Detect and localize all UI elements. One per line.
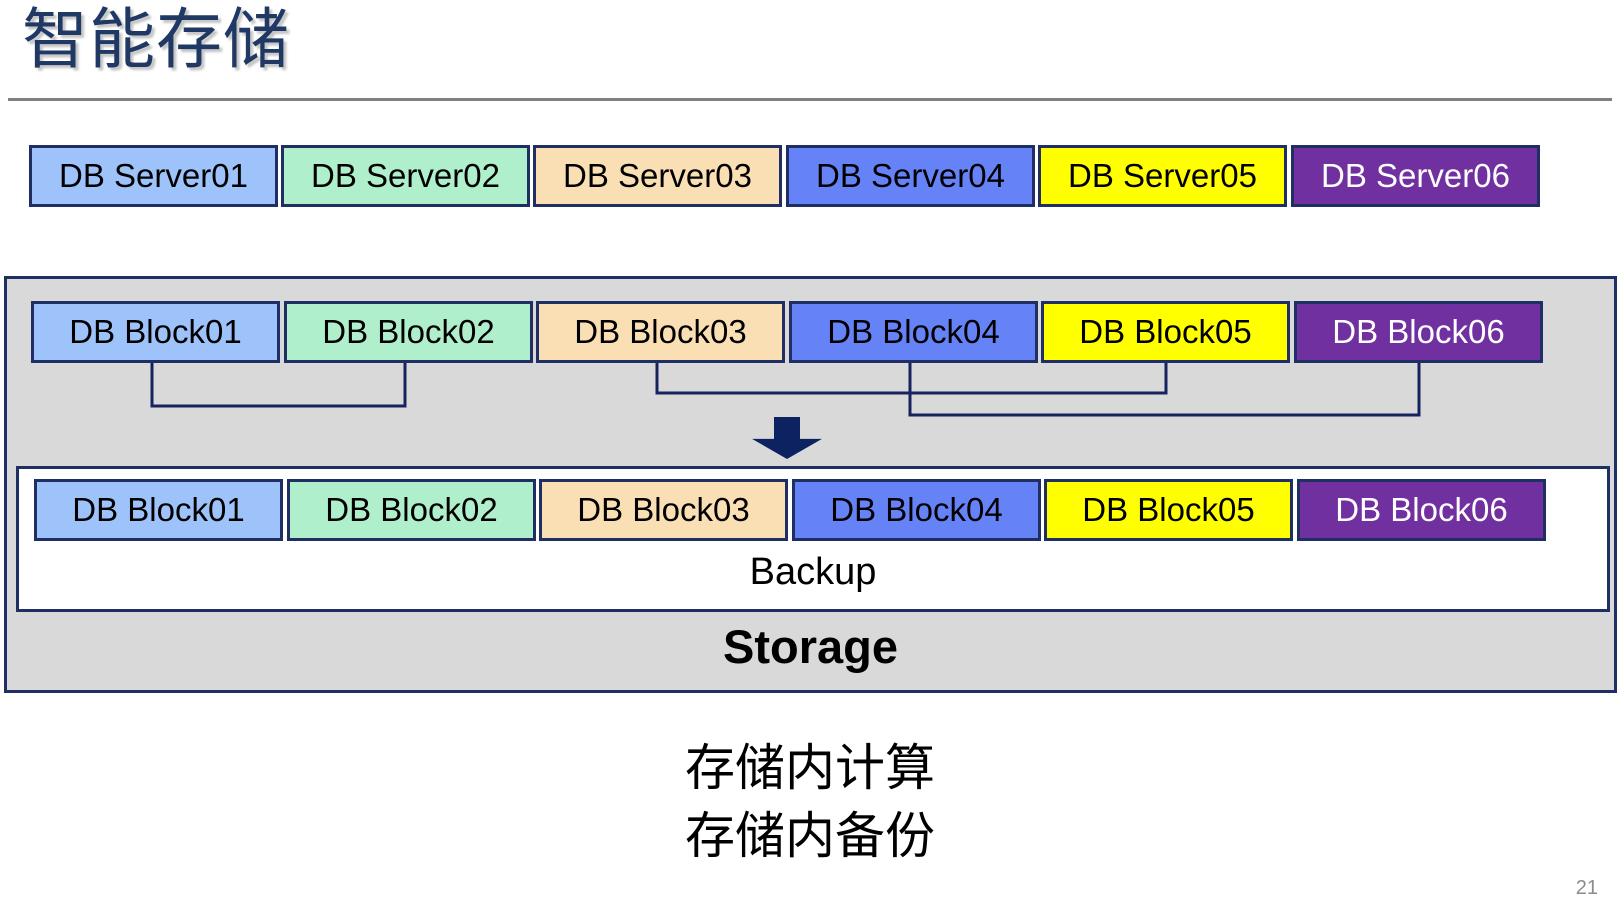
db-server-block-label: DB Server03: [563, 157, 752, 194]
db-server-block-label: DB Server05: [1068, 157, 1257, 194]
backup-db-block-3[interactable]: DB Block03: [539, 479, 788, 541]
storage-container: DB Block01 DB Block02 DB Block03 DB Block04…: [4, 276, 1617, 693]
backup-db-block-label: DB Block04: [830, 491, 1003, 528]
primary-db-block-6[interactable]: DB Block06: [1294, 301, 1543, 363]
primary-db-block-label: DB Block02: [322, 313, 495, 350]
db-server-block-5[interactable]: DB Server05: [1038, 145, 1287, 207]
backup-db-block-6[interactable]: DB Block06: [1297, 479, 1546, 541]
storage-label: Storage: [723, 620, 898, 673]
page-number: 21: [1575, 877, 1598, 899]
primary-db-block-label: DB Block05: [1079, 313, 1252, 350]
backup-db-block-label: DB Block03: [577, 491, 750, 528]
backup-db-block-1[interactable]: DB Block01: [34, 479, 283, 541]
primary-db-block-2[interactable]: DB Block02: [284, 301, 533, 363]
caption-line-1: 存储内计算: [685, 740, 935, 796]
page-title: 智能存储: [22, 2, 290, 76]
backup-db-block-label: DB Block06: [1335, 491, 1508, 528]
db-server-block-4[interactable]: DB Server04: [786, 145, 1035, 207]
backup-db-block-5[interactable]: DB Block05: [1044, 479, 1293, 541]
db-server-block-2[interactable]: DB Server02: [281, 145, 530, 207]
backup-db-block-label: DB Block05: [1082, 491, 1255, 528]
replication-arrow: [752, 417, 822, 459]
primary-db-block-4[interactable]: DB Block04: [789, 301, 1038, 363]
primary-db-block-1[interactable]: DB Block01: [31, 301, 280, 363]
slide-caption: 存储内计算存储内备份: [0, 735, 1620, 870]
db-server-block-3[interactable]: DB Server03: [533, 145, 782, 207]
primary-db-block-5[interactable]: DB Block05: [1041, 301, 1290, 363]
primary-db-block-3[interactable]: DB Block03: [536, 301, 785, 363]
db-server-block-label: DB Server02: [311, 157, 500, 194]
db-server-block-1[interactable]: DB Server01: [29, 145, 278, 207]
db-server-block-6[interactable]: DB Server06: [1291, 145, 1540, 207]
link-block03-block05: [655, 363, 1168, 395]
backup-label: Backup: [749, 551, 877, 593]
link-block01-block02: [150, 363, 407, 408]
backup-db-block-4[interactable]: DB Block04: [792, 479, 1041, 541]
db-server-block-label: DB Server06: [1321, 157, 1510, 194]
backup-db-block-label: DB Block02: [325, 491, 498, 528]
title-divider: [8, 98, 1612, 101]
backup-db-block-2[interactable]: DB Block02: [287, 479, 536, 541]
link-block04-block06: [908, 363, 1421, 417]
db-server-block-label: DB Server01: [59, 157, 248, 194]
backup-db-block-label: DB Block01: [72, 491, 245, 528]
primary-db-block-label: DB Block04: [827, 313, 1000, 350]
db-server-block-label: DB Server04: [816, 157, 1005, 194]
backup-container: DB Block01 DB Block02 DB Block03 DB Block04…: [16, 466, 1610, 612]
primary-db-block-label: DB Block01: [69, 313, 242, 350]
primary-db-block-label: DB Block06: [1332, 313, 1505, 350]
primary-db-block-label: DB Block03: [574, 313, 747, 350]
caption-line-2: 存储内备份: [685, 807, 935, 864]
